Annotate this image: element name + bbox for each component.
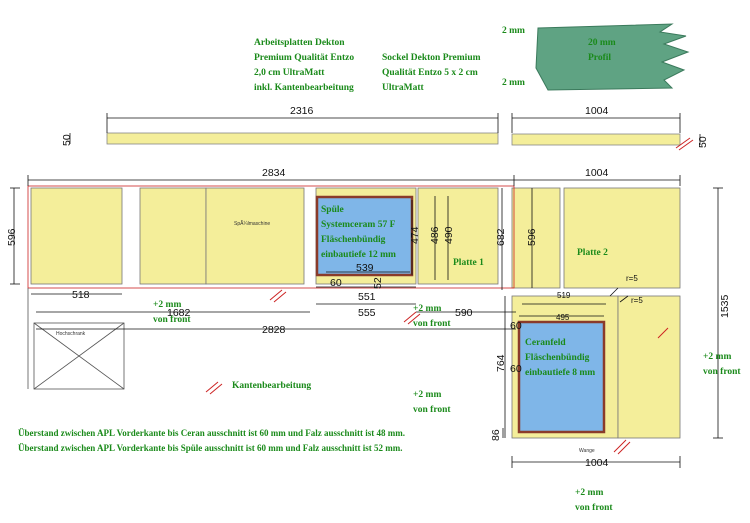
dim-764: 764 (495, 354, 507, 372)
dim-682: 682 (495, 228, 507, 246)
dim-551: 551 (358, 291, 376, 303)
dim-555: 555 (358, 307, 376, 319)
plinth-strip-2 (511, 133, 681, 146)
front-note-4: +2 mm von front (703, 352, 741, 377)
cabinet-panel-side (617, 295, 681, 439)
worktop-note: Arbeitsplatten Dekton Premium Qualität E… (254, 38, 355, 93)
radius-label-2: r=5 (631, 296, 643, 305)
front-note-2: +2 mm von front (413, 304, 451, 329)
dim-519: 519 (557, 291, 571, 300)
dim-1004-plinth: 1004 (585, 105, 609, 117)
radius-label-1: r=5 (626, 274, 638, 283)
dim-474: 474 (409, 226, 421, 244)
side-panel-label: Wange (579, 448, 595, 454)
overhang-hob-note: Überstand zwischen APL Vorderkante bis C… (18, 428, 406, 438)
front-note-3: +2 mm von front (413, 390, 451, 415)
dim-1682: 1682 (167, 307, 191, 319)
sink-note: Spüle Systemceram 57 F Fläschenbündig ei… (321, 205, 396, 260)
cabinet-panel-2 (139, 187, 207, 285)
edge-mark (269, 289, 283, 301)
dim-596-left: 596 (6, 228, 18, 246)
plate2-label: Platte 2 (577, 248, 608, 258)
dim-60-hob-b: 60 (510, 363, 522, 375)
edge-mark (205, 381, 219, 393)
tall-cabinet-label: Hochschrank (56, 331, 86, 337)
cabinet-panel-1 (30, 187, 123, 285)
dim-486: 486 (429, 226, 441, 244)
edge-mark (403, 311, 417, 323)
dim-60-hob-a: 60 (510, 320, 522, 332)
dim-539: 539 (356, 262, 374, 274)
cabinet-panel-plate2 (563, 187, 681, 289)
plate1-label: Platte 1 (453, 258, 484, 268)
dim-1535: 1535 (719, 294, 731, 318)
profile-bottom-label: 2 mm (502, 78, 525, 88)
dim-2828: 2828 (262, 324, 286, 336)
dim-1004-top: 1004 (585, 167, 609, 179)
plinth-strip-1 (106, 132, 499, 145)
hob-cutout (517, 320, 606, 434)
edge-legend-label: Kantenbearbeitung (232, 381, 312, 391)
dim-52: 52 (372, 277, 384, 289)
sink-cutout (315, 195, 414, 277)
front-note-1: +2 mm von front (153, 300, 191, 325)
dim-50-right: 50 (697, 136, 709, 148)
dim-60-sink: 60 (330, 277, 342, 289)
cabinet-panel-dishwasher (205, 187, 305, 285)
dim-590: 590 (455, 307, 473, 319)
front-note-5: +2 mm von front (575, 488, 613, 513)
overhang-sink-note: Überstand zwischen APL Vorderkante bis S… (18, 443, 403, 453)
dim-495: 495 (556, 313, 570, 322)
dim-596-right: 596 (526, 228, 538, 246)
edge-profile-shape (535, 23, 690, 91)
worktop-outline (27, 185, 515, 289)
dim-50-left: 50 (61, 134, 73, 146)
dim-1004-bottom: 1004 (585, 457, 609, 469)
profile-label: 20 mm Profil (588, 38, 616, 63)
dim-518: 518 (72, 289, 90, 301)
dim-86: 86 (490, 429, 502, 441)
plinth-note: Sockel Dekton Premium Qualität Entzo 5 x… (382, 53, 481, 93)
cabinet-panel-plate1 (417, 187, 499, 285)
edge-mark (657, 327, 669, 339)
cabinet-panel-corner (511, 187, 561, 289)
profile-top-label: 2 mm (502, 26, 525, 36)
edge-mark (613, 439, 627, 453)
hob-note: Ceranfeld Fläschenbündig einbautiefe 8 m… (525, 338, 596, 378)
dishwasher-label: SpÃ¼lmaschine (234, 220, 270, 227)
dim-490: 490 (443, 226, 455, 244)
dim-2316: 2316 (290, 105, 314, 117)
dim-2834: 2834 (262, 167, 286, 179)
